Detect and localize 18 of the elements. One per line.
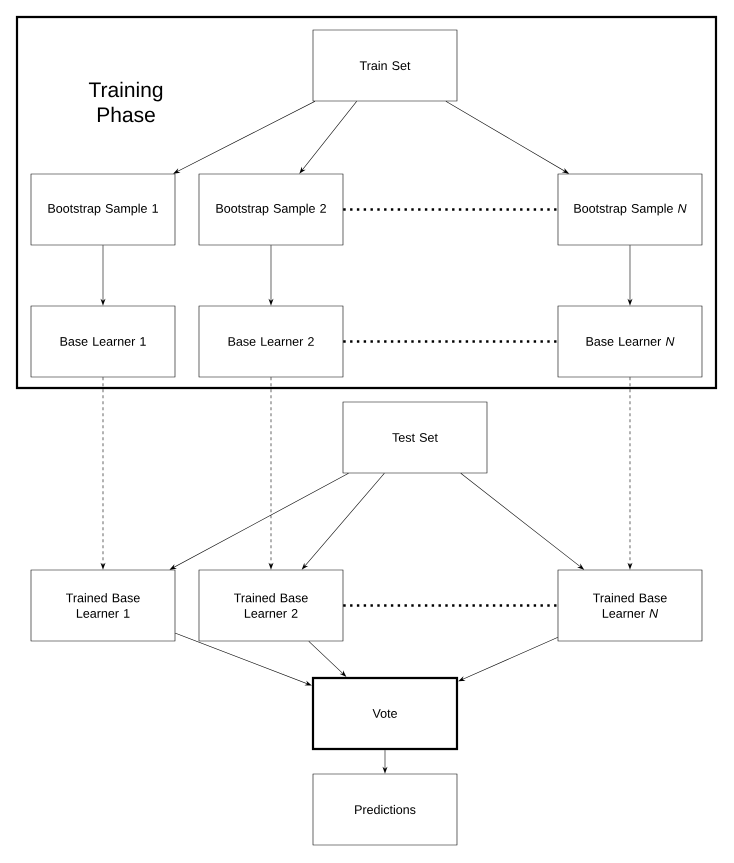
arrow [308,641,346,677]
process-box: Base Learner N [558,306,702,378]
process-box: Base Learner 2 [198,306,344,378]
process-box: Predictions [312,774,458,846]
process-box: Bootstrap Sample 2 [198,174,344,246]
dotted-line [343,604,558,607]
process-box: Trained Base Learner 1 [30,570,176,642]
process-box: Trained Base Learner 2 [198,570,344,642]
vote-box: Vote [312,676,458,750]
process-box: Base Learner 1 [30,306,176,378]
process-box: Bootstrap Sample N [558,174,702,246]
dotted-line [343,340,558,343]
process-box: Bootstrap Sample 1 [30,174,176,246]
process-box: Test Set [342,402,488,474]
process-box: Train Set [312,30,458,102]
frame-heading: Training Phase [88,82,162,122]
process-box: Trained Base Learner N [558,570,702,642]
dotted-line [343,208,558,211]
